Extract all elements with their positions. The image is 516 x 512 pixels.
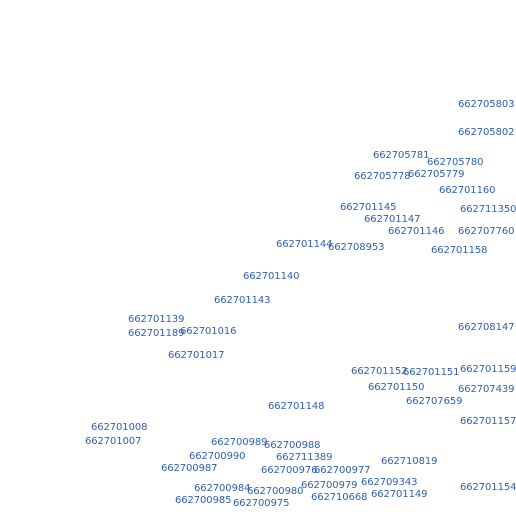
parcel-label-662705803[interactable]: 662705803 <box>458 99 515 110</box>
parcel-label-662705781[interactable]: 662705781 <box>373 150 430 161</box>
parcel-label-662701159[interactable]: 662701159 <box>460 364 516 375</box>
parcel-label-662701017[interactable]: 662701017 <box>168 350 225 361</box>
parcel-label-662707439[interactable]: 662707439 <box>458 384 515 395</box>
parcel-label-662701143[interactable]: 662701143 <box>214 295 271 306</box>
parcel-label-662700988[interactable]: 662700988 <box>264 440 321 451</box>
parcel-label-662708147[interactable]: 662708147 <box>458 322 515 333</box>
parcel-label-662700975[interactable]: 662700975 <box>233 498 290 509</box>
parcel-label-662705780[interactable]: 662705780 <box>427 157 484 168</box>
parcel-label-662701160[interactable]: 662701160 <box>439 185 496 196</box>
parcel-label-662700980[interactable]: 662700980 <box>247 486 304 497</box>
parcel-label-662701139[interactable]: 662701139 <box>128 314 185 325</box>
parcel-label-662705778[interactable]: 662705778 <box>354 171 411 182</box>
parcel-label-662700989[interactable]: 662700989 <box>211 437 268 448</box>
parcel-label-662708953[interactable]: 662708953 <box>328 242 385 253</box>
parcel-label-662701152[interactable]: 662701152 <box>351 366 408 377</box>
parcel-label-662707659[interactable]: 662707659 <box>406 396 463 407</box>
parcel-label-662701157[interactable]: 662701157 <box>460 416 516 427</box>
parcel-label-662700990[interactable]: 662700990 <box>189 451 246 462</box>
parcel-label-662701154[interactable]: 662701154 <box>460 482 516 493</box>
parcel-label-662710819[interactable]: 662710819 <box>381 456 438 467</box>
parcel-label-662701144[interactable]: 662701144 <box>276 239 333 250</box>
parcel-label-662701007[interactable]: 662701007 <box>85 436 142 447</box>
parcel-label-662707760[interactable]: 662707760 <box>458 226 515 237</box>
parcel-label-662705802[interactable]: 662705802 <box>458 127 515 138</box>
parcel-label-662711350[interactable]: 662711350 <box>460 204 516 215</box>
parcel-label-662700979[interactable]: 662700979 <box>301 480 358 491</box>
parcel-label-662701145[interactable]: 662701145 <box>340 202 397 213</box>
parcel-label-662701158[interactable]: 662701158 <box>431 245 488 256</box>
parcel-label-662701147[interactable]: 662701147 <box>364 214 421 225</box>
parcel-label-662701016[interactable]: 662701016 <box>180 326 237 337</box>
parcel-label-662701151[interactable]: 662701151 <box>403 367 460 378</box>
parcel-label-662701148[interactable]: 662701148 <box>268 401 325 412</box>
parcel-label-662711389[interactable]: 662711389 <box>276 452 333 463</box>
parcel-label-662700987[interactable]: 662700987 <box>161 463 218 474</box>
parcel-label-662709343[interactable]: 662709343 <box>361 477 418 488</box>
parcel-label-662701150[interactable]: 662701150 <box>368 382 425 393</box>
parcel-label-662700976[interactable]: 662700976 <box>261 465 318 476</box>
parcel-label-662701008[interactable]: 662701008 <box>91 422 148 433</box>
parcel-label-662701189[interactable]: 662701189 <box>128 328 185 339</box>
parcel-label-662700985[interactable]: 662700985 <box>175 495 232 506</box>
parcel-label-662700977[interactable]: 662700977 <box>314 465 371 476</box>
parcel-label-662701149[interactable]: 662701149 <box>371 489 428 500</box>
parcel-label-662701140[interactable]: 662701140 <box>243 271 300 282</box>
parcel-label-662705779[interactable]: 662705779 <box>408 169 465 180</box>
parcel-label-662700984[interactable]: 662700984 <box>194 483 251 494</box>
parcel-label-662710668[interactable]: 662710668 <box>311 492 368 503</box>
parcel-label-662701146[interactable]: 662701146 <box>388 226 445 237</box>
